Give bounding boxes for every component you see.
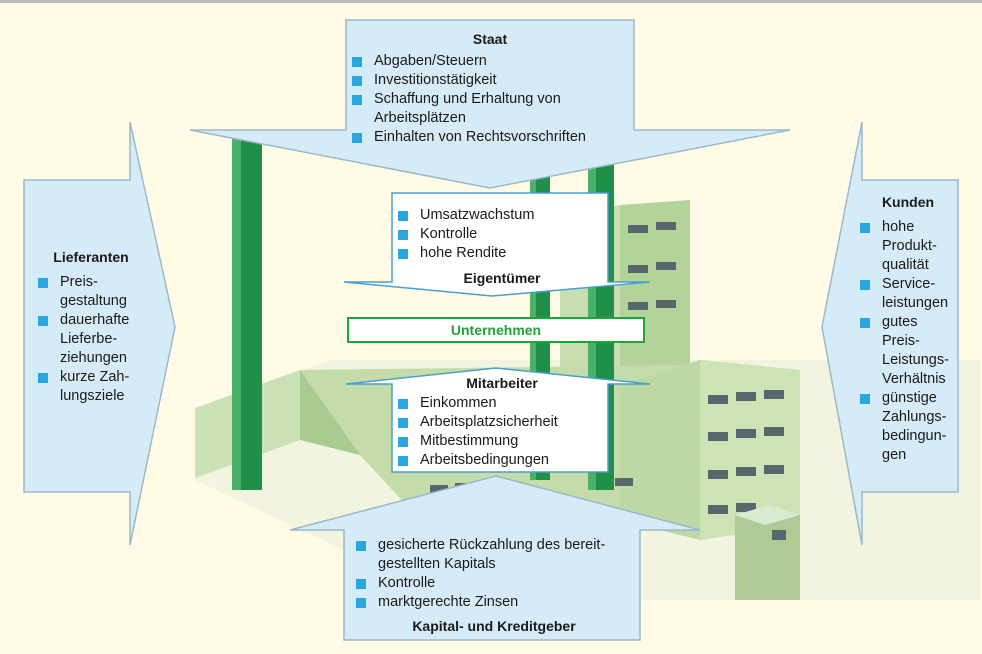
staat-item: Abgaben/Steuern (350, 52, 630, 71)
lieferanten-arrow (23, 121, 176, 546)
kapitalgeber-arrow (289, 475, 701, 641)
kapitalgeber-item: marktgerechte Zinsen (354, 593, 634, 612)
lieferanten-item: Preis-gestaltung (36, 273, 130, 311)
kapitalgeber-box: gesicherte Rückzahlung des bereit-gestel… (354, 536, 634, 636)
mitarbeiter-arrow (345, 367, 651, 473)
kunden-item: gutes Preis-Leistungs-Verhältnis (858, 313, 949, 389)
kapitalgeber-item: gesicherte Rückzahlung des bereit-gestel… (354, 536, 618, 574)
eigentuemer-arrow (343, 192, 651, 297)
mitarbeiter-item: Arbeitsbedingungen (396, 451, 608, 470)
staat-title: Staat (472, 31, 508, 47)
lieferanten-box: Lieferanten Preis-gestaltung dauerhafte … (36, 248, 146, 406)
eigentuemer-item: hohe Rendite (396, 244, 608, 263)
eigentuemer-box: Umsatzwachstum Kontrolle hohe Rendite Ei… (396, 206, 608, 288)
kunden-arrow (821, 121, 959, 546)
kunden-box: Kunden hohe Produkt-qualität Service-lei… (858, 193, 958, 465)
kunden-item: Service-leistungen (858, 275, 948, 313)
eigentuemer-title: Eigentümer (463, 270, 541, 286)
lieferanten-item: kurze Zah-lungsziele (36, 368, 138, 406)
staat-arrow (189, 19, 791, 189)
kapitalgeber-title: Kapital- und Kreditgeber (412, 618, 576, 634)
eigentuemer-item: Kontrolle (396, 225, 608, 244)
top-rule (0, 0, 982, 3)
lieferanten-title: Lieferanten (53, 249, 129, 265)
kunden-item: günstige Zahlungs-bedingun-gen (858, 389, 947, 465)
staat-item: Schaffung und Erhaltung von Arbeitsplätz… (350, 90, 604, 128)
lieferanten-item: dauerhafte Lieferbe-ziehungen (36, 311, 140, 368)
staat-item: Einhalten von Rechtsvorschriften (350, 128, 630, 147)
mitarbeiter-box: Mitarbeiter Einkommen Arbeitsplatzsicher… (396, 374, 608, 470)
kunden-item: hohe Produkt-qualität (858, 218, 944, 275)
staat-box: Staat Abgaben/Steuern Investitionstätigk… (350, 30, 630, 147)
eigentuemer-item: Umsatzwachstum (396, 206, 608, 225)
mitarbeiter-item: Arbeitsplatzsicherheit (396, 413, 608, 432)
staat-item: Investitionstätigkeit (350, 71, 630, 90)
mitarbeiter-item: Einkommen (396, 394, 608, 413)
kunden-title: Kunden (881, 194, 935, 210)
kapitalgeber-item: Kontrolle (354, 574, 634, 593)
mitarbeiter-item: Mitbestimmung (396, 432, 608, 451)
unternehmen-label: Unternehmen (347, 317, 645, 343)
mitarbeiter-title: Mitarbeiter (466, 375, 538, 391)
